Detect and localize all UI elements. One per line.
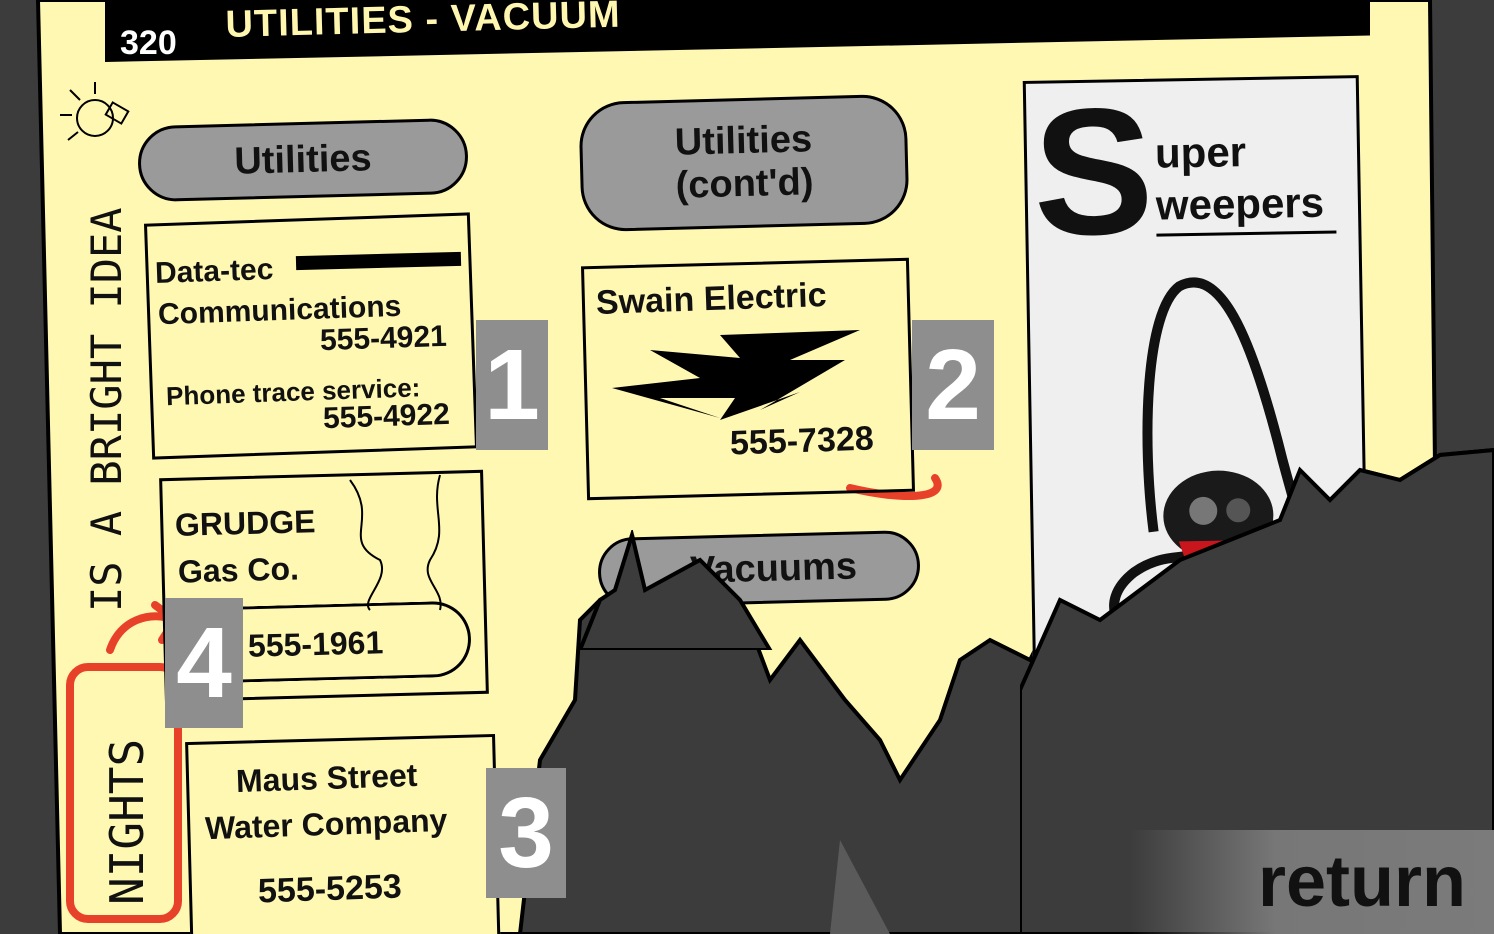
heading-utilities-contd-line1: Utilities (674, 118, 813, 164)
ad-word-sweepers: weepers (1155, 178, 1325, 229)
heading-utilities: Utilities (137, 117, 469, 203)
return-button[interactable]: return (1130, 830, 1494, 934)
nights-scribble: NIGHTS (100, 738, 154, 905)
bright-idea-scribble: IS A BRIGHT IDEA (82, 207, 131, 612)
lightbulb-icon (60, 82, 130, 141)
nights-circle (66, 663, 182, 923)
ad-big-s: S (1031, 70, 1156, 274)
page-number: 320 (120, 24, 177, 62)
ad-word-super: uper (1154, 128, 1247, 177)
heading-utilities-contd-line2: (cont'd) (675, 161, 814, 207)
maus-name-1: Maus Street (235, 756, 418, 800)
datatec-service-phone: 555-4922 (322, 397, 451, 436)
grudge-tear-2 (426, 474, 442, 611)
maus-phone: 555-5253 (257, 867, 403, 911)
return-label: return (1257, 842, 1466, 922)
grudge-phone: 555-1961 (247, 624, 384, 664)
grudge-name-2: Gas Co. (177, 550, 300, 590)
torn-shard (830, 840, 890, 934)
swain-name: Swain Electric (595, 275, 828, 323)
datatec-name-1: Data-tec (154, 252, 274, 291)
heading-utilities-contd: Utilities (cont'd) (578, 93, 910, 233)
lightning-bolt-icon (612, 330, 860, 420)
clue-3[interactable]: 3 (486, 768, 566, 898)
swain-phone: 555-7328 (729, 419, 875, 463)
grudge-tear (349, 479, 383, 611)
grudge-name-1: GRUDGE (174, 503, 316, 543)
vacuums-tear-cover (577, 530, 773, 650)
heading-utilities-label: Utilities (233, 136, 373, 183)
torn-edge-right (1020, 447, 1494, 934)
arrow-2 (846, 474, 942, 501)
clue-4[interactable]: 4 (165, 598, 243, 728)
clue-1[interactable]: 1 (476, 320, 548, 450)
clue-2[interactable]: 2 (912, 320, 994, 450)
datatec-phone: 555-4921 (319, 319, 448, 358)
ad-underline (1156, 230, 1337, 237)
